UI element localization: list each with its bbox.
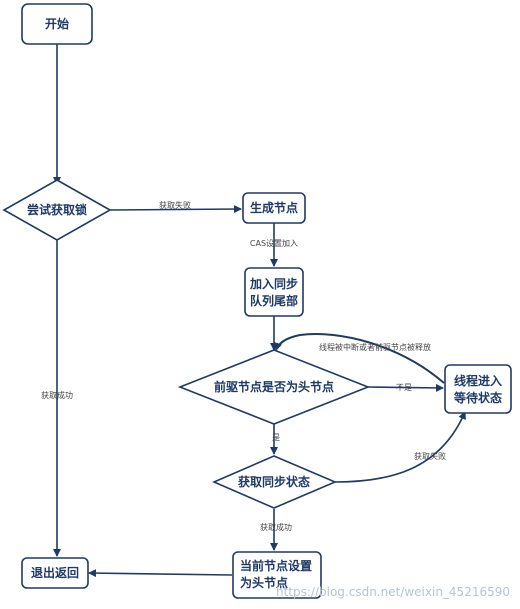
node-is-head: 前驱节点是否为头节点 bbox=[177, 349, 371, 425]
node-wait-label-2: 等待状态 bbox=[453, 390, 502, 405]
edge-label-no: 不是 bbox=[396, 383, 412, 392]
node-wait-label-1: 线程进入 bbox=[454, 373, 502, 388]
edge-acquire-to-wait-curve bbox=[334, 411, 466, 483]
node-create-node: 生成节点 bbox=[242, 192, 306, 224]
edge-label-state-fail: 获取失败 bbox=[414, 451, 446, 461]
node-wait: 线程进入 等待状态 bbox=[444, 364, 512, 414]
edge-label-state-success: 获取成功 bbox=[260, 522, 292, 532]
watermark-text: https://blog.csdn.net/weixin_45216590 bbox=[276, 585, 510, 599]
node-set-head-label-1: 当前节点设置 bbox=[240, 558, 312, 573]
node-acquire-state-label: 获取同步状态 bbox=[237, 474, 310, 489]
node-acquire-state: 获取同步状态 bbox=[211, 455, 338, 509]
node-enqueue-label-2: 队列尾部 bbox=[250, 293, 298, 308]
edge-label-yes: 是 bbox=[272, 433, 280, 442]
node-start: 开始 bbox=[21, 3, 93, 45]
edge-try-to-create bbox=[109, 205, 242, 214]
edge-sethead-to-exit bbox=[88, 569, 233, 578]
node-create-node-label: 生成节点 bbox=[250, 200, 298, 215]
edge-label-acquire-success: 获取成功 bbox=[41, 390, 73, 400]
edge-wait-to-ishead-curve bbox=[274, 333, 445, 384]
edge-label-cas: CAS设置加入 bbox=[250, 238, 298, 248]
edge-label-acquire-fail: 获取失败 bbox=[159, 200, 191, 210]
node-start-label: 开始 bbox=[45, 16, 69, 31]
node-enqueue-label-1: 加入同步 bbox=[249, 276, 298, 291]
node-set-head-label-2: 为头节点 bbox=[240, 575, 288, 590]
edge-label-interrupted: 线程被中断或者前驱节点被释放 bbox=[319, 342, 431, 352]
node-enqueue: 加入同步 队列尾部 bbox=[244, 267, 304, 317]
node-exit-label: 退出返回 bbox=[31, 565, 79, 580]
node-try-acquire-label: 尝试获取锁 bbox=[27, 202, 87, 217]
node-try-acquire: 尝试获取锁 bbox=[2, 179, 112, 241]
node-is-head-label: 前驱节点是否为头节点 bbox=[214, 379, 334, 394]
node-set-head: 当前节点设置 为头节点 bbox=[232, 551, 322, 599]
node-exit: 退出返回 bbox=[21, 557, 89, 589]
edge-ishead-to-wait bbox=[367, 383, 444, 392]
